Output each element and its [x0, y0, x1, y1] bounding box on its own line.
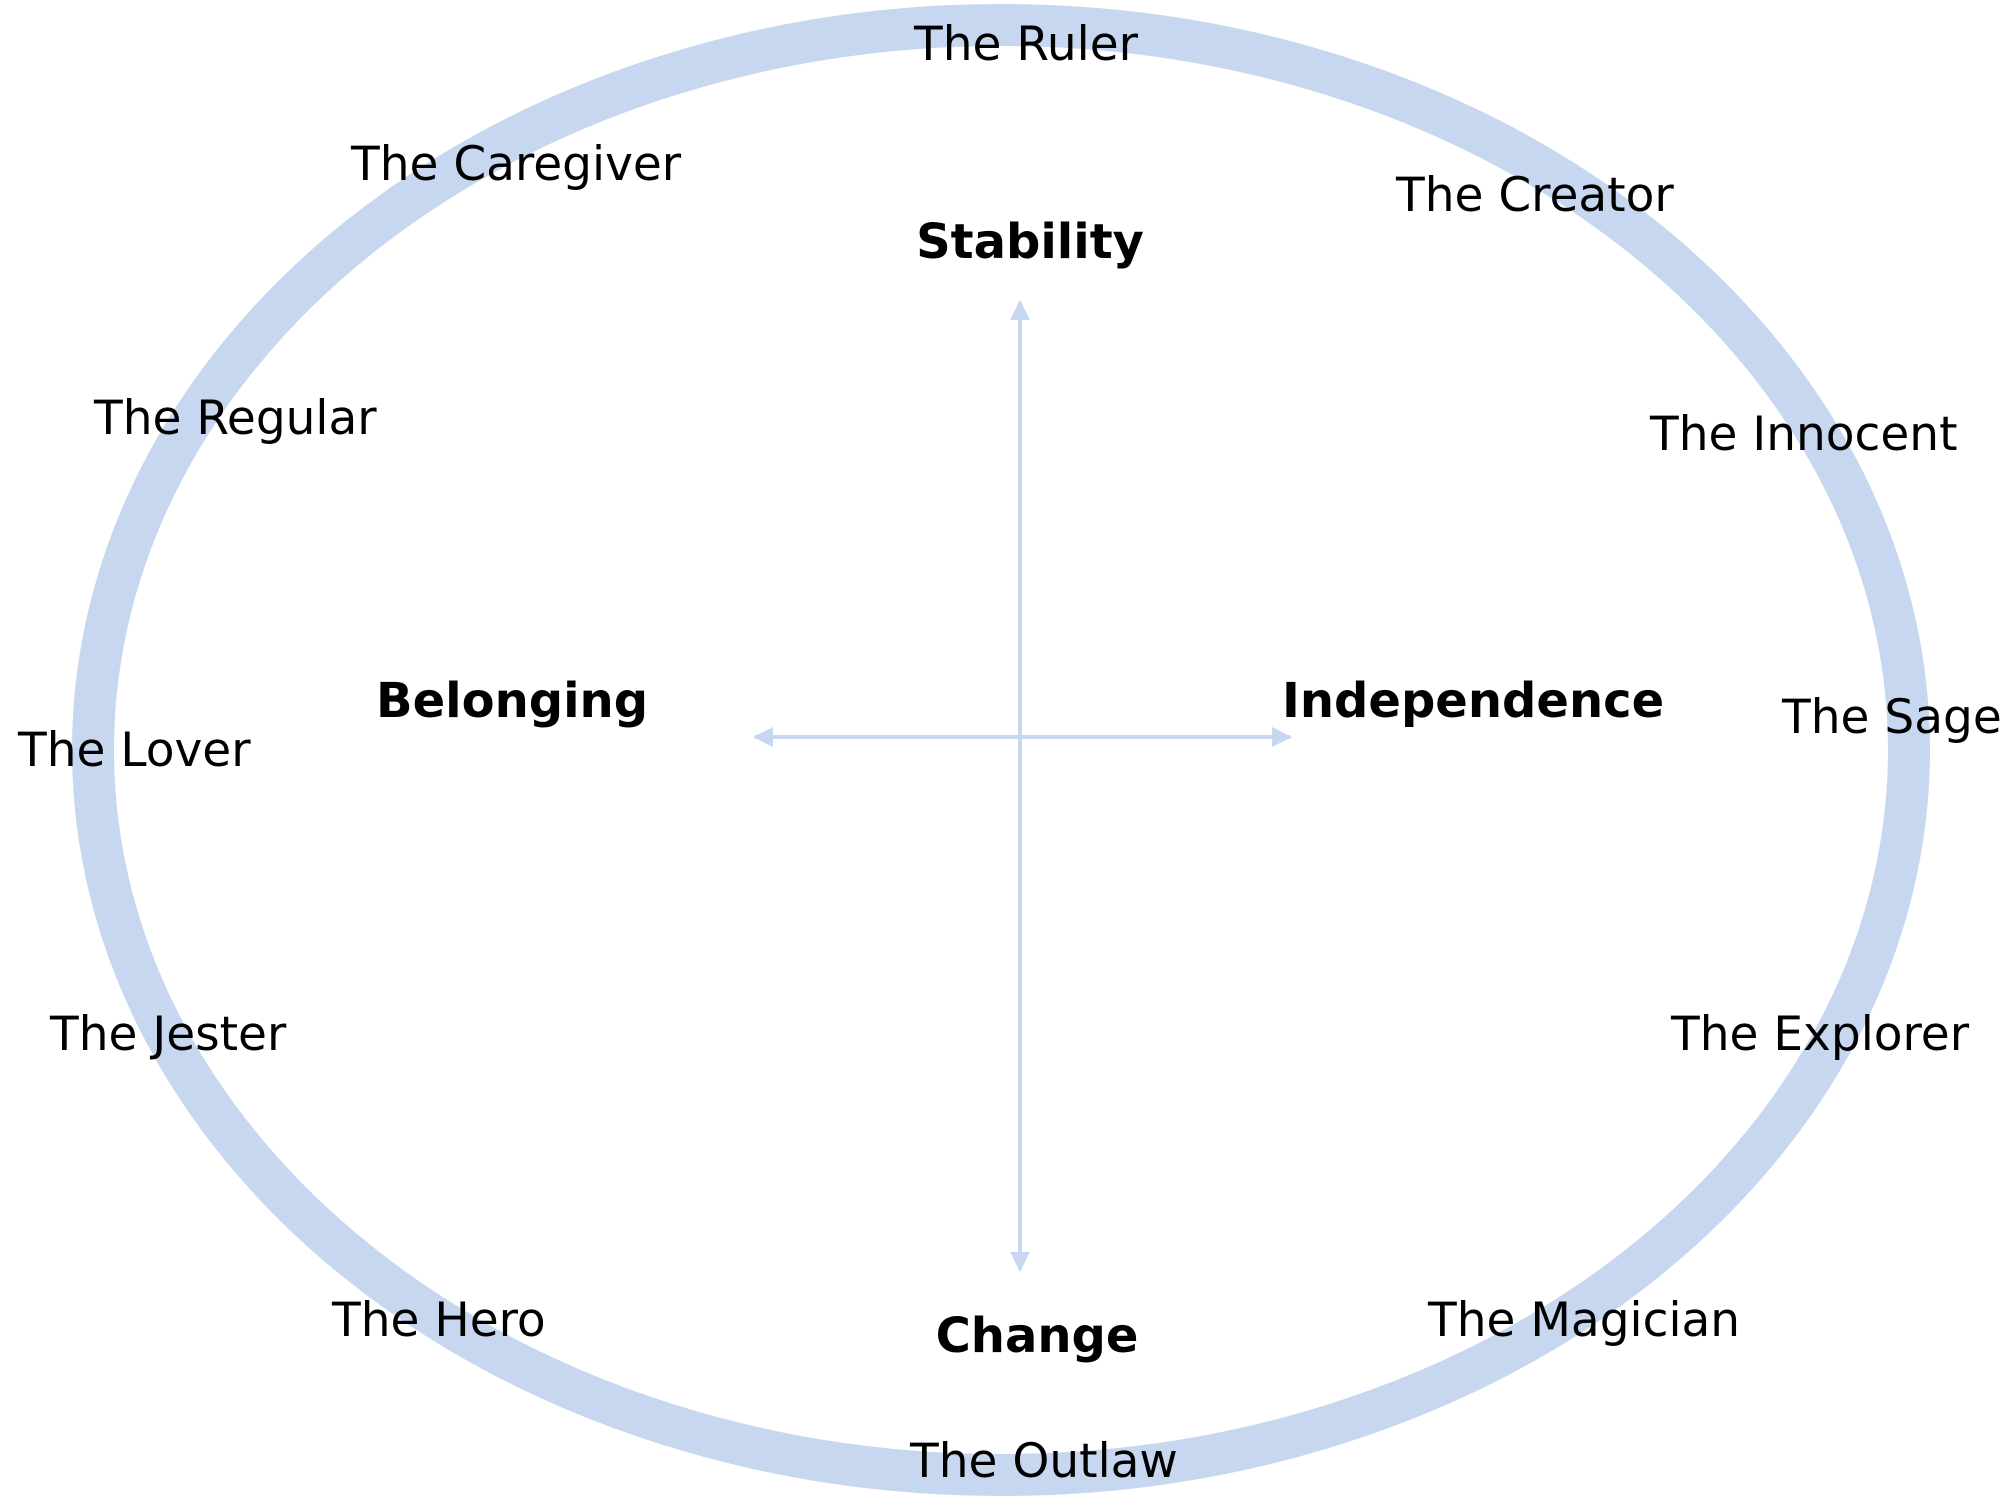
archetype-magician: The Magician	[1427, 1293, 1740, 1348]
axis-label-stability: Stability	[916, 214, 1144, 270]
archetype-hero: The Hero	[331, 1293, 546, 1348]
archetype-outlaw: The Outlaw	[909, 1434, 1178, 1489]
archetype-creator: The Creator	[1395, 168, 1674, 223]
axis-label-change: Change	[936, 1308, 1139, 1364]
outer-ring	[72, 4, 1930, 1496]
archetype-explorer: The Explorer	[1670, 1007, 1970, 1062]
archetype-caregiver: The Caregiver	[350, 137, 682, 192]
archetype-ruler: The Ruler	[913, 17, 1139, 72]
archetype-innocent: The Innocent	[1649, 407, 1958, 462]
archetype-sage: The Sage	[1781, 690, 2000, 745]
axis-label-independence: Independence	[1282, 673, 1664, 729]
archetype-regular: The Regular	[93, 391, 377, 446]
axis-label-belonging: Belonging	[376, 673, 648, 729]
archetype-jester: The Jester	[49, 1007, 287, 1062]
archetype-lover: The Lover	[17, 723, 251, 778]
